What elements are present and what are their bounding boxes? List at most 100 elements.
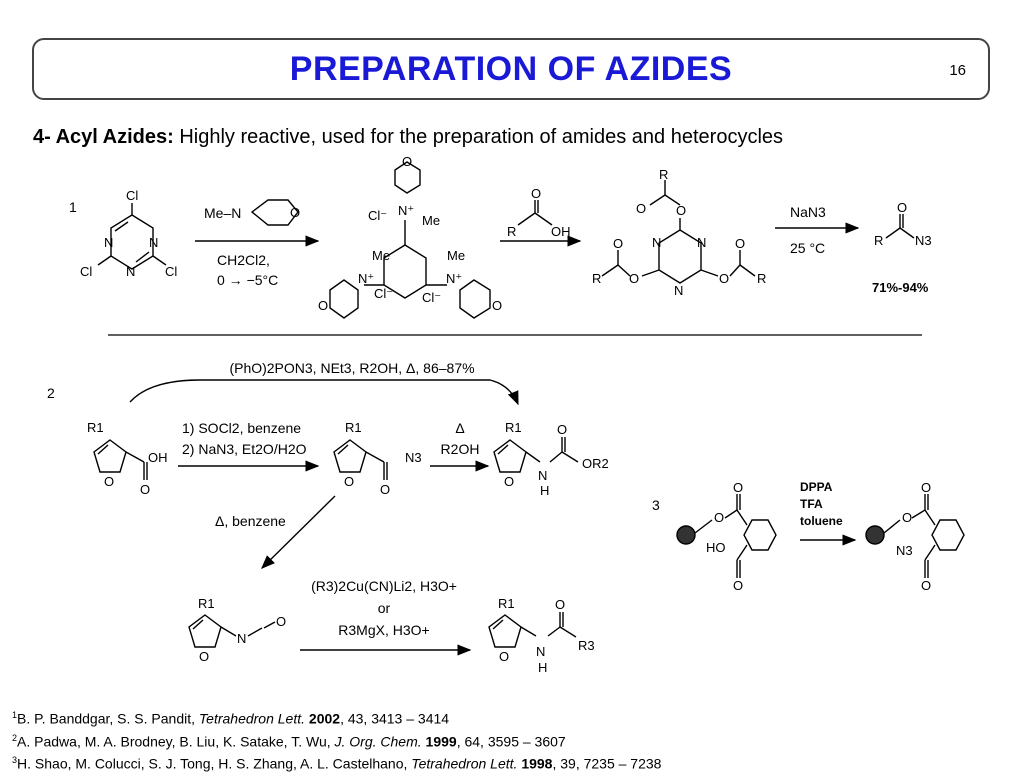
reference-details: , 64, 3595 – 3607: [456, 733, 566, 750]
resin-bound-azide-structure: [865, 494, 965, 578]
scheme-number-2: 2: [47, 385, 55, 401]
atom-cl: Cl: [165, 264, 177, 279]
alcohol-condition: R2OH: [440, 441, 480, 457]
atom-o: O: [733, 480, 743, 495]
atom-o: O: [636, 201, 646, 216]
reference-number: 1: [12, 710, 18, 720]
grignard-condition: R3MgX, H3O+: [338, 622, 430, 638]
atom-o: O: [897, 200, 907, 215]
atom-n-plus: N⁺: [446, 271, 462, 286]
resin-bound-acid-structure: [676, 494, 777, 578]
reference-authors: B. P. Banddgar, S. S. Pandit,: [17, 710, 199, 727]
furan-acid-structure: [93, 439, 148, 480]
step-1-condition: 1) SOCl2, benzene: [182, 420, 302, 436]
atom-o: O: [290, 205, 300, 220]
atom-n: N: [538, 468, 547, 483]
atom-n: N: [652, 235, 661, 250]
atom-o: O: [733, 578, 743, 593]
atom-o: O: [557, 422, 567, 437]
atom-cl: Cl: [126, 188, 138, 203]
atom-n3: N3: [896, 543, 913, 558]
atom-o: O: [902, 510, 912, 525]
reference-number: 3: [12, 755, 18, 766]
atom-r: R: [659, 167, 668, 182]
atom-o: O: [714, 510, 724, 525]
isocyanate-structure: [188, 614, 276, 648]
atom-o: O: [140, 482, 150, 497]
triazinium-salt-structure: [329, 161, 491, 319]
r1-group: R1: [87, 420, 104, 435]
atom-o: O: [402, 154, 412, 169]
acyl-azide-product-structure: [885, 214, 915, 239]
atom-h: H: [540, 483, 549, 498]
step-2-condition: 2) NaN3, Et2O/H2O: [182, 441, 307, 457]
atom-o: O: [380, 482, 390, 497]
reference-authors: A. Padwa, M. A. Brodney, B. Liu, K. Sata…: [17, 733, 335, 750]
cyanuric-chloride-structure: [97, 203, 167, 270]
slide-title: PREPARATION OF AZIDES: [289, 50, 733, 88]
chloride-ion: Cl⁻: [422, 290, 441, 305]
atom-o: O: [735, 236, 745, 251]
atom-r: R: [592, 271, 601, 286]
title-box: PREPARATION OF AZIDES 16: [32, 38, 990, 100]
scheme-number-3: 3: [652, 497, 660, 513]
carbamate-structure: [493, 437, 579, 473]
reference-1: 1B. P. Banddgar, S. S. Pandit, Tetrahedr…: [12, 706, 661, 729]
atom-r: R: [507, 224, 516, 239]
reagent-dppa: DPPA: [800, 480, 833, 494]
atom-h: H: [538, 660, 547, 675]
atom-n: N: [104, 235, 113, 250]
reference-3: 3H. Shao, M. Colucci, S. J. Tong, H. S. …: [12, 751, 661, 774]
reference-details: , 43, 3413 – 3414: [340, 710, 450, 727]
reference-year: 1999: [425, 733, 457, 750]
scheme-number-1: 1: [69, 199, 77, 215]
reference-journal: Tetrahedron Lett.: [198, 710, 306, 727]
carboxylic-acid-structure: [517, 200, 553, 226]
reagent-toluene: toluene: [800, 514, 843, 528]
atom-o: O: [276, 614, 286, 629]
atom-o: O: [318, 298, 328, 313]
atom-n3: N3: [405, 450, 422, 465]
page-number: 16: [949, 62, 966, 79]
reference-number: 2: [12, 732, 18, 743]
reaction-arrow-diagonal: [261, 495, 336, 569]
atom-n: N: [126, 264, 135, 279]
atom-o: O: [555, 597, 565, 612]
atom-o: O: [921, 480, 931, 495]
heat-condition: Δ: [455, 420, 465, 436]
azide-temperature: 25 °C: [790, 240, 826, 256]
subtitle: 4- Acyl Azides: Highly reactive, used fo…: [33, 126, 783, 149]
top-arrow-conditions: (PhO)2PON3, NEt3, R2OH, Δ, 86–87%: [229, 360, 475, 376]
r1-group: R1: [498, 596, 515, 611]
atom-o: O: [719, 271, 729, 286]
atom-o: O: [492, 298, 502, 313]
triazine-ester-structure: [601, 180, 756, 284]
scheme3-conditions: DPPA TFA toluene: [800, 479, 843, 530]
atom-oh: OH: [148, 450, 168, 465]
yield-label: 71%-94%: [872, 280, 929, 295]
references: 1B. P. Banddgar, S. S. Pandit, Tetrahedr…: [12, 706, 661, 774]
r1-group: R1: [198, 596, 215, 611]
atom-n: N: [536, 644, 545, 659]
r1-group: R1: [505, 420, 522, 435]
atom-o: O: [629, 271, 639, 286]
methyl: Me: [422, 213, 440, 228]
reference-authors: H. Shao, M. Colucci, S. J. Tong, H. S. Z…: [17, 755, 412, 772]
r3-group: R3: [578, 638, 595, 653]
reference-details: , 39, 7235 – 7238: [552, 755, 662, 772]
furan-azide-structure: [333, 439, 388, 480]
reference-2: 2A. Padwa, M. A. Brodney, B. Liu, K. Sat…: [12, 729, 661, 752]
chloride-ion: Cl⁻: [374, 286, 393, 301]
subtitle-heading: 4- Acyl Azides:: [33, 126, 174, 148]
subtitle-text: Highly reactive, used for the preparatio…: [179, 126, 784, 148]
or-label: or: [377, 600, 391, 616]
atom-o: O: [499, 649, 509, 664]
morpholine-ring: [250, 199, 299, 226]
methyl: Me: [447, 248, 465, 263]
reagent-tfa: TFA: [800, 497, 823, 511]
atom-oh: OH: [551, 224, 571, 239]
atom-n: N: [674, 283, 683, 298]
atom-o: O: [504, 474, 514, 489]
r1-group: R1: [345, 420, 362, 435]
atom-o: O: [344, 474, 354, 489]
